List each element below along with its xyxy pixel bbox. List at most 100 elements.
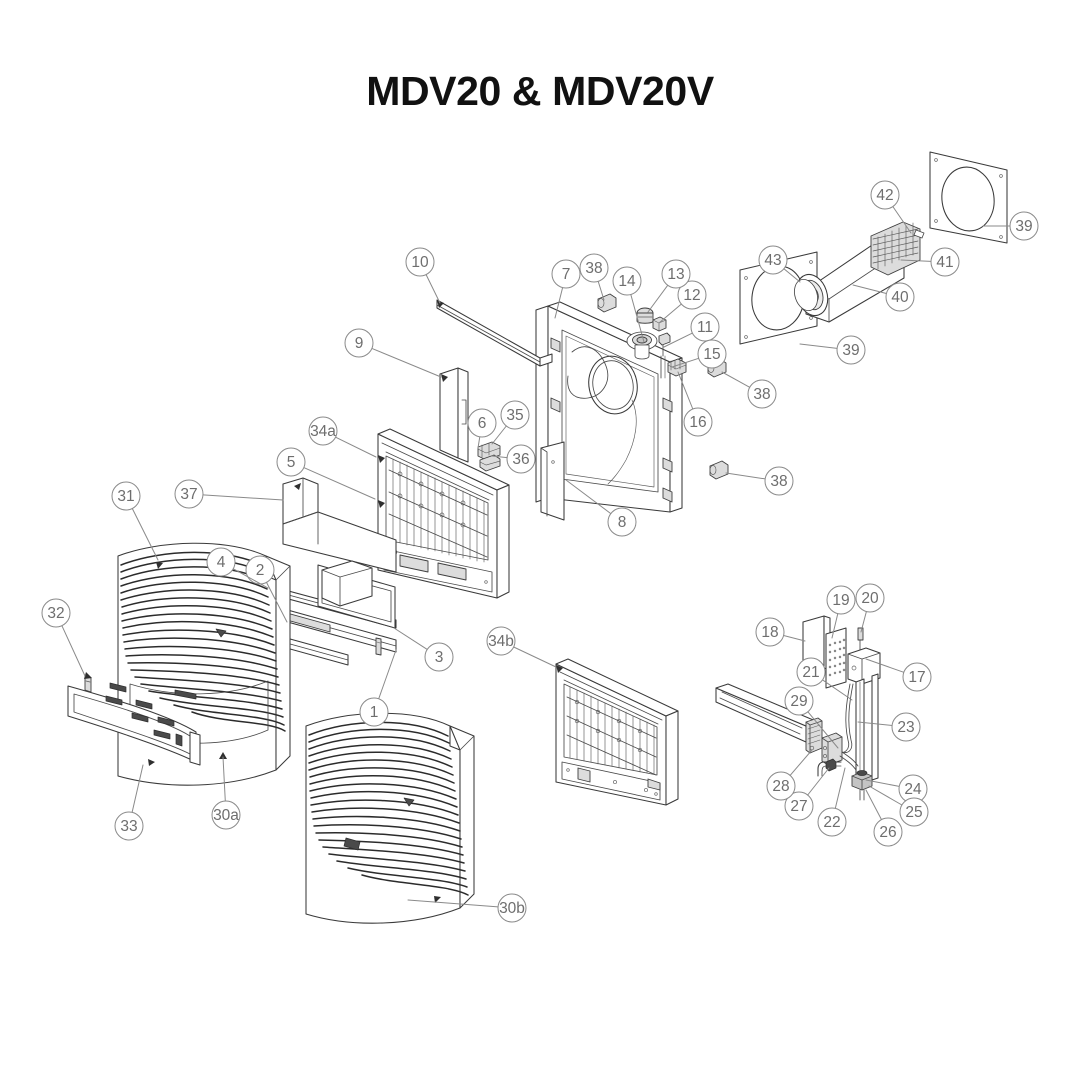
callout-12: 12 bbox=[658, 280, 707, 324]
callout-leader-17 bbox=[865, 658, 905, 673]
callout-leader-36 bbox=[491, 455, 508, 459]
part-24-25-26-pipe-nut bbox=[851, 770, 873, 801]
callout-label-8: 8 bbox=[618, 514, 627, 531]
callout-bubble-38 bbox=[579, 253, 609, 283]
callout-6: 6 bbox=[467, 408, 497, 449]
callout-label-4: 4 bbox=[217, 554, 226, 571]
callout-bubble-15 bbox=[697, 339, 727, 369]
callout-leader-40 bbox=[852, 284, 887, 294]
callout-1: 1 bbox=[359, 649, 397, 727]
callout-label-2: 2 bbox=[256, 562, 265, 579]
callout-label-43: 43 bbox=[764, 252, 781, 269]
part-32-clip-fasteners bbox=[84, 672, 183, 747]
callout-bubble-14 bbox=[612, 266, 642, 296]
callout-leader-9 bbox=[371, 347, 442, 378]
callout-31: 31 bbox=[111, 481, 159, 561]
callout-19: 19 bbox=[826, 585, 856, 639]
callout-bubble-38c bbox=[764, 466, 794, 496]
callout-leader-14 bbox=[630, 294, 645, 343]
callout-bubble-35 bbox=[500, 400, 530, 430]
callout-label-37: 37 bbox=[180, 486, 197, 503]
callout-label-13: 13 bbox=[667, 266, 684, 283]
part-9-side-panel bbox=[439, 367, 469, 463]
callout-bubble-38b bbox=[747, 379, 777, 409]
part-28-burner-rail bbox=[715, 683, 823, 754]
callout-11: 11 bbox=[663, 312, 720, 348]
callout-leader-30b bbox=[407, 899, 499, 908]
callout-bubble-18 bbox=[755, 617, 785, 647]
callout-bubble-37 bbox=[174, 479, 204, 509]
callout-14: 14 bbox=[612, 266, 645, 343]
callout-label-14: 14 bbox=[618, 273, 636, 290]
part-34a-heat-exchanger bbox=[377, 428, 510, 599]
callout-30a: 30a bbox=[211, 756, 241, 830]
callout-leader-34a bbox=[335, 436, 377, 458]
callout-label-36: 36 bbox=[512, 451, 529, 468]
callout-bubble-16 bbox=[683, 407, 713, 437]
callout-bubble-39 bbox=[1009, 211, 1039, 241]
callout-20: 20 bbox=[855, 583, 885, 633]
callout-bubble-12 bbox=[677, 280, 707, 310]
part-41-42-flue-collar bbox=[870, 221, 925, 276]
callout-leader-19 bbox=[831, 613, 839, 639]
callout-leader-42 bbox=[892, 206, 912, 234]
callout-label-20: 20 bbox=[861, 590, 879, 607]
callout-bubble-19 bbox=[826, 585, 856, 615]
callout-leader-30a bbox=[222, 756, 226, 802]
callout-35: 35 bbox=[491, 400, 530, 445]
callout-label-34b: 34b bbox=[488, 633, 514, 650]
page-title: MDV20 & MDV20V bbox=[366, 68, 714, 114]
callout-label-1: 1 bbox=[370, 704, 379, 721]
part-11-probe bbox=[658, 332, 671, 379]
part-6-35-36-bracket-clip bbox=[477, 441, 501, 472]
callout-bubble-28 bbox=[766, 771, 796, 801]
callout-label-7: 7 bbox=[562, 266, 571, 283]
part-21-wiring-harness bbox=[837, 683, 854, 753]
callout-label-39b: 39 bbox=[842, 342, 859, 359]
callout-7: 7 bbox=[551, 259, 581, 319]
callout-17: 17 bbox=[865, 658, 932, 692]
part-38-grommet-c bbox=[709, 460, 729, 480]
callout-15: 15 bbox=[671, 339, 727, 369]
callout-36: 36 bbox=[491, 444, 536, 474]
callout-leader-7 bbox=[554, 287, 564, 319]
callout-label-6: 6 bbox=[478, 415, 487, 432]
callout-bubble-42 bbox=[870, 180, 900, 210]
callout-label-34a: 34a bbox=[310, 423, 336, 440]
callout-bubble-40 bbox=[885, 282, 915, 312]
callout-label-11: 11 bbox=[697, 319, 713, 336]
callout-label-33: 33 bbox=[120, 818, 137, 835]
callout-label-39: 39 bbox=[1015, 218, 1032, 235]
callout-leader-34b bbox=[513, 646, 557, 668]
callout-leader-8 bbox=[565, 479, 612, 515]
callout-bubble-43 bbox=[758, 245, 788, 275]
callout-34b: 34b bbox=[486, 626, 557, 668]
part-23-burner-tube bbox=[855, 673, 879, 786]
callout-8: 8 bbox=[565, 479, 637, 537]
callout-leader-13 bbox=[647, 284, 669, 313]
part-19-burner-mesh bbox=[825, 627, 847, 689]
callout-bubble-5 bbox=[276, 447, 306, 477]
callout-leader-4 bbox=[232, 568, 269, 589]
callout-bubble-4 bbox=[206, 547, 236, 577]
callout-bubble-27 bbox=[784, 791, 814, 821]
part-8-side-baffle bbox=[540, 441, 565, 521]
callout-label-32: 32 bbox=[47, 605, 64, 622]
callout-leader-31 bbox=[131, 508, 159, 561]
callout-label-28: 28 bbox=[772, 778, 789, 795]
callout-bubble-33 bbox=[114, 811, 144, 841]
callout-39b: 39 bbox=[799, 335, 866, 365]
callout-leader-16 bbox=[677, 371, 694, 410]
callout-41: 41 bbox=[900, 247, 960, 277]
callout-label-22: 22 bbox=[823, 814, 840, 831]
callout-38c: 38 bbox=[725, 466, 794, 496]
callout-leader-26 bbox=[865, 789, 882, 821]
callout-label-17: 17 bbox=[908, 669, 925, 686]
callout-leader-38b bbox=[721, 371, 751, 388]
callout-bubble-21 bbox=[796, 657, 826, 687]
callout-label-40: 40 bbox=[891, 289, 909, 306]
callout-label-38c: 38 bbox=[770, 473, 787, 490]
part-38-grommet-a bbox=[597, 293, 617, 313]
callout-27: 27 bbox=[784, 767, 830, 821]
callout-bubble-20 bbox=[855, 583, 885, 613]
